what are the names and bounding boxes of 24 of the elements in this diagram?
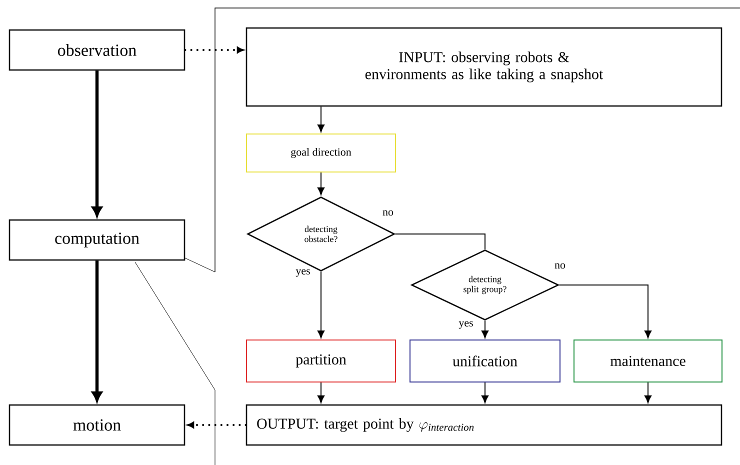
edge-label: yes bbox=[458, 320, 474, 330]
output-box: OUTPUT: target point by $\varphi_{\mathit{interaction}}$ bbox=[246, 404, 722, 446]
arrow bbox=[644, 382, 652, 404]
process-box: motion bbox=[8, 404, 186, 446]
arrow bbox=[317, 382, 325, 404]
process-box: computation bbox=[8, 219, 186, 261]
edge-label: no bbox=[382, 210, 394, 216]
process-box: unification bbox=[410, 340, 560, 382]
arrow bbox=[92, 70, 102, 217]
arrow bbox=[317, 106, 325, 132]
arrow bbox=[92, 260, 102, 402]
edge-label: yes bbox=[295, 268, 311, 278]
arrow bbox=[317, 271, 325, 338]
input-box: INPUT: observing robots & environments as like taking a snapshot bbox=[246, 27, 722, 107]
process-box: maintenance bbox=[574, 340, 722, 382]
arrow bbox=[558, 284, 652, 338]
arrow bbox=[481, 320, 489, 338]
process-box: partition bbox=[246, 340, 396, 382]
arrow bbox=[481, 382, 489, 404]
process-box: goal direction bbox=[246, 134, 396, 172]
process-box: observation bbox=[8, 29, 186, 71]
arrow bbox=[317, 172, 325, 196]
arrow bbox=[187, 422, 247, 428]
arrow bbox=[184, 46, 244, 54]
